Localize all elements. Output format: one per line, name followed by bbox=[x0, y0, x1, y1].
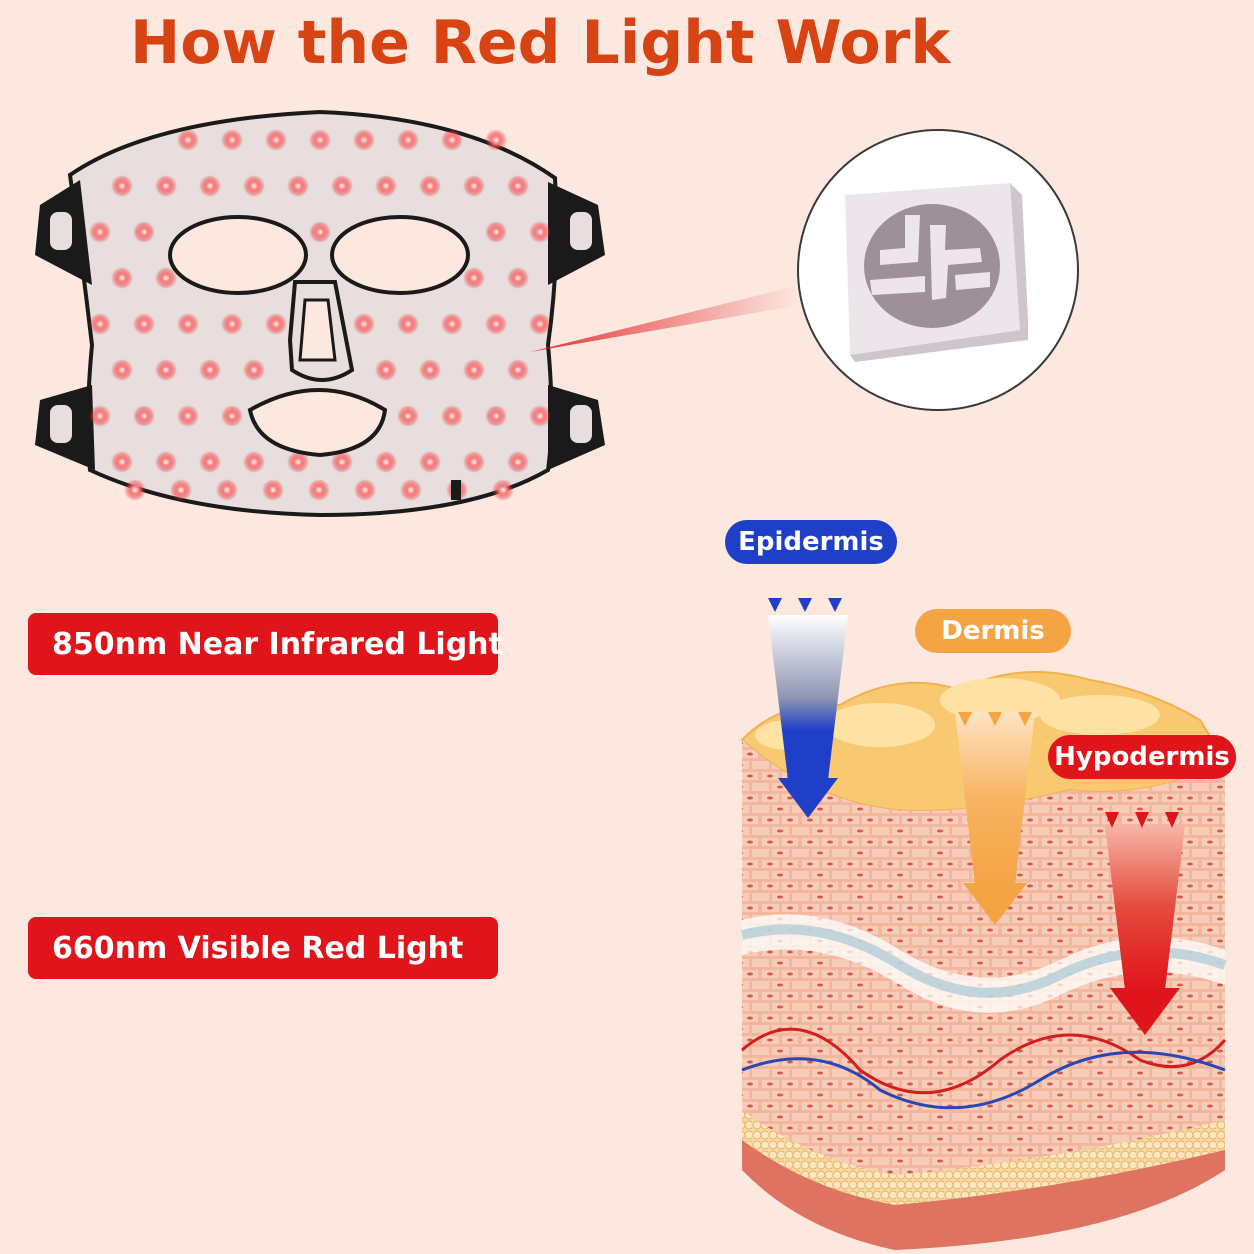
led-dot bbox=[155, 175, 177, 197]
led-dot bbox=[111, 359, 133, 381]
led-dot bbox=[308, 479, 330, 501]
led-dot bbox=[177, 129, 199, 151]
mask-eye-right bbox=[330, 215, 470, 295]
led-dot bbox=[309, 129, 331, 151]
led-dot bbox=[419, 359, 441, 381]
led-dot bbox=[89, 405, 111, 427]
led-dot bbox=[441, 313, 463, 335]
red-wavelength-label: 660nm Visible Red Light bbox=[28, 917, 498, 979]
led-dot bbox=[133, 221, 155, 243]
hypodermis-arrow bbox=[1105, 812, 1185, 1035]
led-dot bbox=[309, 221, 331, 243]
led-dot bbox=[529, 313, 551, 335]
nir-wavelength-text: 850nm Near Infrared Light bbox=[52, 626, 503, 662]
dermis-arrow bbox=[955, 712, 1035, 925]
led-dot bbox=[287, 175, 309, 197]
epidermis-label: Epidermis bbox=[725, 520, 897, 564]
mask-connector bbox=[451, 480, 461, 500]
led-dot bbox=[485, 129, 507, 151]
led-dot bbox=[463, 451, 485, 473]
led-dot bbox=[243, 359, 265, 381]
led-dot bbox=[507, 359, 529, 381]
led-dot bbox=[419, 451, 441, 473]
led-dot bbox=[441, 405, 463, 427]
led-dot bbox=[243, 175, 265, 197]
hypodermis-label-text: Hypodermis bbox=[1054, 742, 1230, 772]
led-dot bbox=[199, 175, 221, 197]
mask-mouth bbox=[247, 388, 388, 458]
led-dot bbox=[419, 175, 441, 197]
led-dot bbox=[177, 313, 199, 335]
led-dot bbox=[221, 313, 243, 335]
dermis-label: Dermis bbox=[915, 609, 1071, 653]
led-dot bbox=[485, 221, 507, 243]
led-dot bbox=[89, 221, 111, 243]
nir-wavelength-label: 850nm Near Infrared Light bbox=[28, 613, 503, 675]
led-dot bbox=[331, 175, 353, 197]
led-dot bbox=[375, 359, 397, 381]
epidermis-label-text: Epidermis bbox=[738, 527, 884, 557]
led-dot bbox=[397, 405, 419, 427]
led-dot bbox=[155, 451, 177, 473]
led-dot bbox=[89, 313, 111, 335]
led-dot bbox=[216, 479, 238, 501]
led-dot bbox=[507, 175, 529, 197]
led-chip-zoom bbox=[797, 129, 1079, 411]
led-dot bbox=[221, 129, 243, 151]
led-dot bbox=[492, 479, 514, 501]
led-dot bbox=[529, 221, 551, 243]
led-dot bbox=[265, 313, 287, 335]
led-dot bbox=[111, 267, 133, 289]
led-dot bbox=[124, 479, 146, 501]
led-dot bbox=[375, 451, 397, 473]
led-dot bbox=[400, 479, 422, 501]
hypodermis-label: Hypodermis bbox=[1048, 735, 1236, 779]
led-dot bbox=[397, 129, 419, 151]
led-dot bbox=[199, 451, 221, 473]
led-dot bbox=[133, 405, 155, 427]
led-dot bbox=[353, 129, 375, 151]
led-dot bbox=[155, 267, 177, 289]
led-dot bbox=[170, 479, 192, 501]
led-dot bbox=[463, 267, 485, 289]
led-array bbox=[89, 129, 551, 501]
led-dot bbox=[177, 405, 199, 427]
led-dot bbox=[111, 175, 133, 197]
led-dot bbox=[243, 451, 265, 473]
led-dot bbox=[221, 405, 243, 427]
led-dot bbox=[353, 313, 375, 335]
led-dot bbox=[265, 129, 287, 151]
led-dot bbox=[199, 359, 221, 381]
led-dot bbox=[375, 175, 397, 197]
led-face-mask bbox=[35, 109, 605, 518]
mask-eye-left bbox=[168, 215, 308, 295]
page-title: How the Red Light Work bbox=[130, 8, 951, 78]
led-dot bbox=[463, 359, 485, 381]
led-dot bbox=[485, 313, 507, 335]
epidermis-arrow bbox=[768, 598, 848, 818]
led-dot bbox=[111, 451, 133, 473]
led-dot bbox=[354, 479, 376, 501]
led-dot bbox=[397, 313, 419, 335]
dermis-label-text: Dermis bbox=[941, 616, 1045, 646]
led-dot bbox=[441, 129, 463, 151]
light-beam bbox=[530, 285, 800, 352]
led-dot bbox=[463, 175, 485, 197]
led-dot bbox=[507, 267, 529, 289]
led-dot bbox=[485, 405, 507, 427]
led-dot bbox=[155, 359, 177, 381]
led-dot bbox=[262, 479, 284, 501]
led-dot bbox=[507, 451, 529, 473]
led-dot bbox=[331, 451, 353, 473]
led-dot bbox=[529, 405, 551, 427]
led-dot bbox=[287, 451, 309, 473]
red-wavelength-text: 660nm Visible Red Light bbox=[52, 930, 464, 966]
led-dot bbox=[133, 313, 155, 335]
